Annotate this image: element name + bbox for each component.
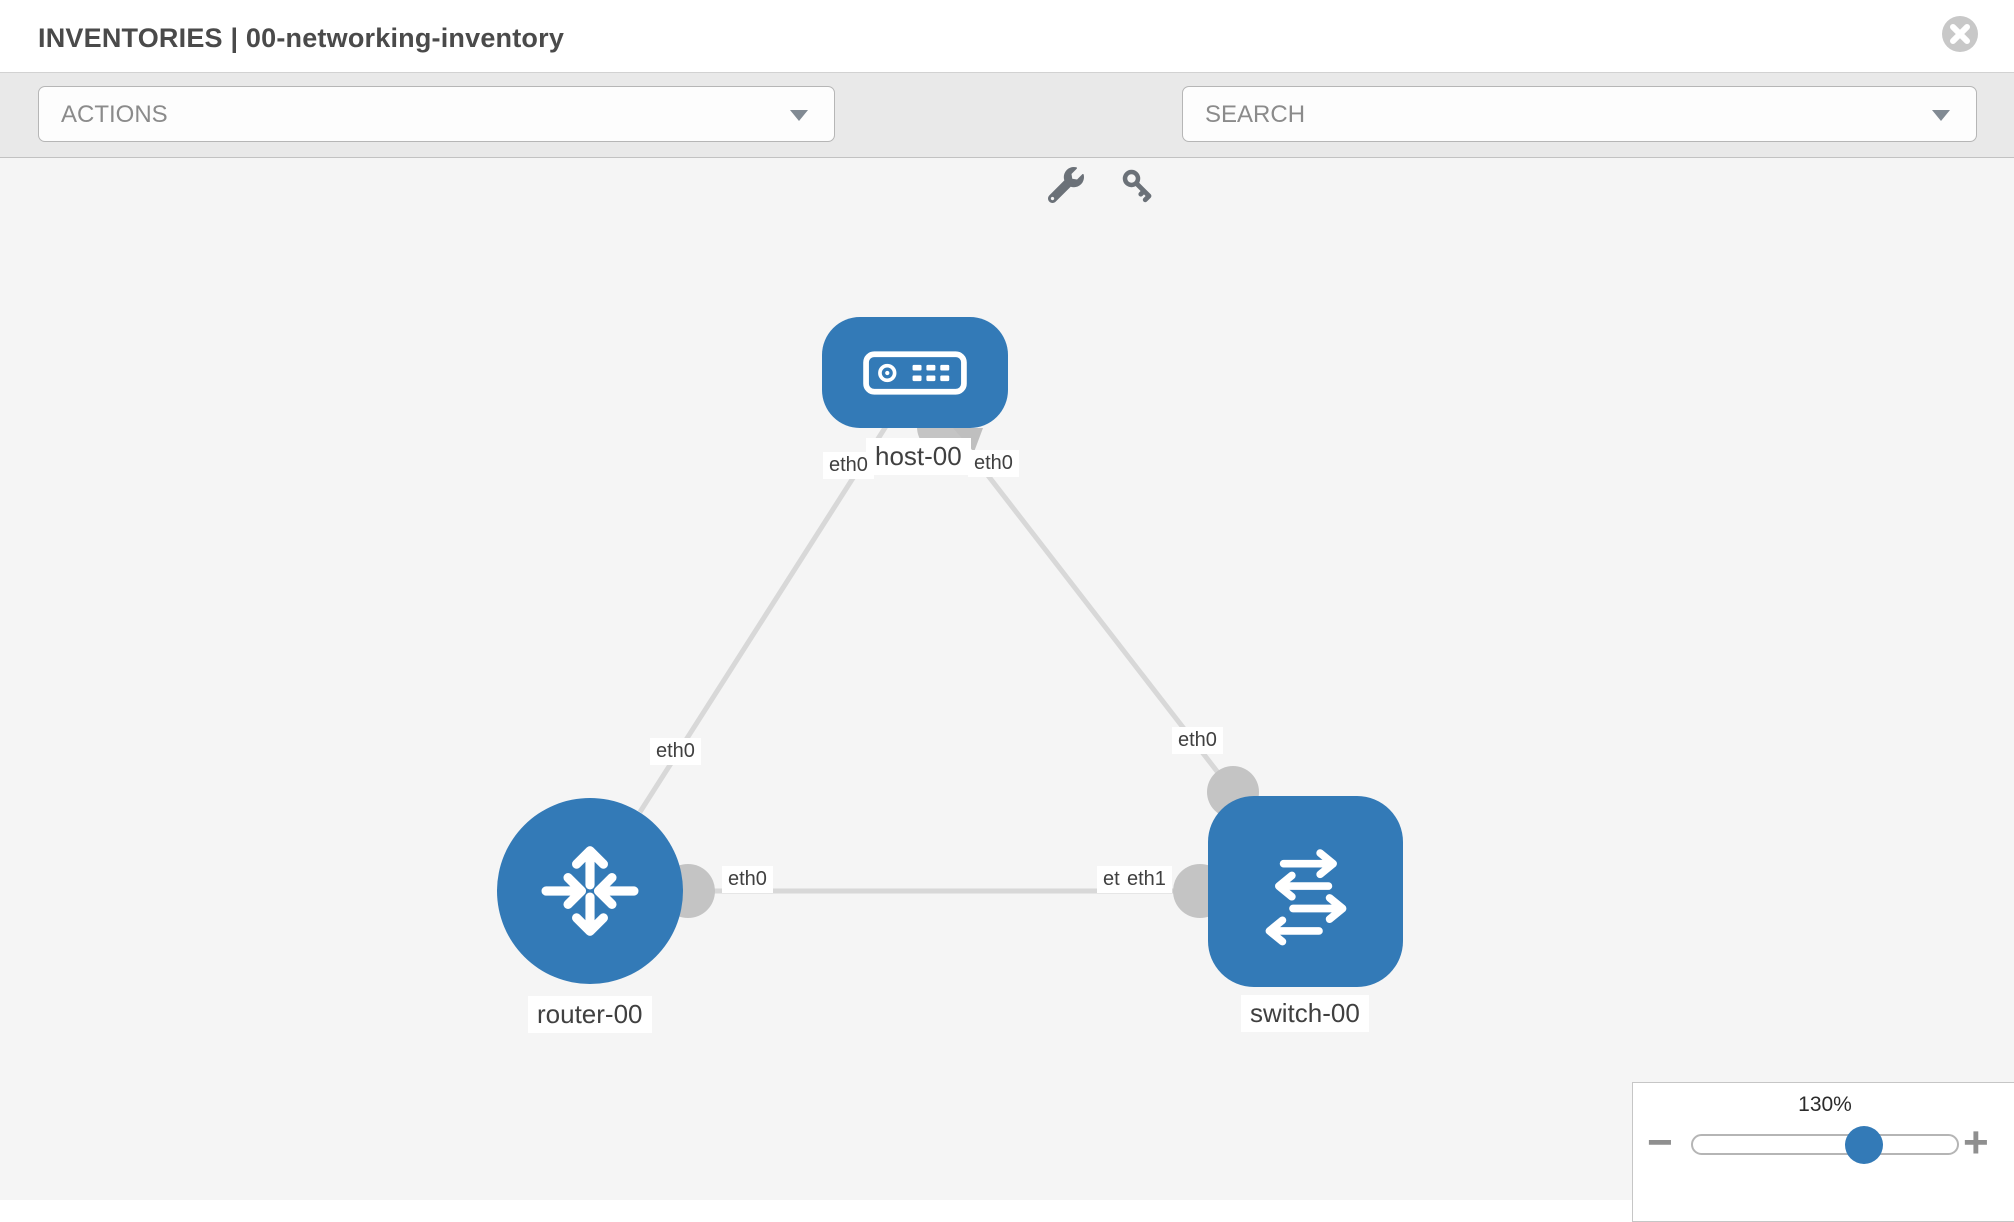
x-circle-icon	[1942, 16, 1978, 52]
zoom-slider-thumb[interactable]	[1845, 1126, 1883, 1164]
search-dropdown[interactable]: SEARCH	[1182, 86, 1977, 142]
chevron-down-icon	[790, 110, 808, 121]
iface-label-bottom-left: eth0	[722, 866, 773, 893]
node-host-00[interactable]	[822, 317, 1008, 428]
host-icon	[863, 350, 967, 395]
node-switch-00[interactable]	[1208, 796, 1403, 987]
wrench-icon	[1047, 167, 1084, 204]
wrench-button[interactable]	[1047, 167, 1086, 205]
zoom-out-button[interactable]: −	[1647, 1118, 1673, 1167]
actions-dropdown-label: ACTIONS	[61, 101, 168, 128]
zoom-level-value: 130%	[1798, 1093, 1852, 1116]
iface-label-host-left: eth0	[823, 452, 874, 479]
iface-label-router-top: eth0	[650, 738, 701, 765]
iface-label-host-right: eth0	[968, 450, 1019, 477]
topology-canvas[interactable]	[0, 158, 2014, 1200]
key-icon	[1122, 169, 1152, 203]
close-button[interactable]	[1940, 14, 1980, 54]
toolbar: ACTIONS SEARCH	[0, 72, 2014, 204]
switch-icon	[1265, 848, 1346, 945]
node-label-switch: switch-00	[1241, 995, 1369, 1032]
node-label-host: host-00	[866, 438, 971, 475]
node-router-00[interactable]	[497, 798, 683, 984]
header-bar: INVENTORIES | 00-networking-inventory	[0, 0, 2014, 72]
zoom-panel: 130% − +	[1632, 1082, 2014, 1222]
iface-label-switch-top: eth0	[1172, 727, 1223, 754]
node-label-router: router-00	[528, 996, 652, 1033]
iface-label-bottom-right-front: eth1	[1121, 866, 1172, 893]
key-button[interactable]	[1120, 167, 1158, 205]
zoom-in-button[interactable]: +	[1963, 1118, 1989, 1167]
router-icon	[541, 846, 639, 936]
zoom-slider-track[interactable]	[1691, 1134, 1959, 1155]
page-title: INVENTORIES | 00-networking-inventory	[38, 23, 565, 53]
actions-dropdown[interactable]: ACTIONS	[38, 86, 835, 142]
search-dropdown-label: SEARCH	[1205, 101, 1306, 128]
chevron-down-icon	[1932, 110, 1950, 121]
